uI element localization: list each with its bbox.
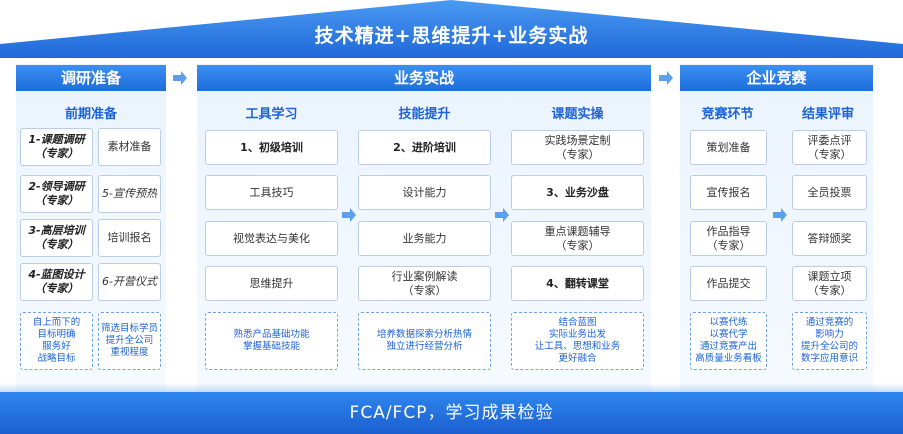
review-column-title: 结果评审 xyxy=(801,107,854,122)
footer-banner: FCA/FCP，学习成果检验 xyxy=(0,392,903,434)
roof-title: 技术精进+思维提升+业务实战 xyxy=(314,25,589,47)
contest-stages-note: 以赛代练 以赛代学 通过竞赛产出 高质量业务看板 xyxy=(690,312,767,370)
tools-item-2: 工具技巧 xyxy=(205,175,338,210)
tools-column-title: 工具学习 xyxy=(245,107,298,122)
base-shadow xyxy=(0,383,903,393)
tools-item-1: 1、初级培训 xyxy=(205,130,338,165)
contest-review-1: 评委点评 （专家） xyxy=(792,130,867,165)
arrow-right-icon xyxy=(772,207,788,223)
research-note-right: 筛选目标学员 提升全公司 重视程度 xyxy=(98,312,161,370)
projects-item-3: 重点课题辅导 （专家） xyxy=(511,221,644,256)
section-research-title: 调研准备 xyxy=(16,65,166,91)
research-material-prep: 素材准备 xyxy=(98,128,161,166)
section-contest-title: 企业竞赛 xyxy=(680,65,873,91)
projects-item-1: 实践场景定制 （专家） xyxy=(511,130,644,165)
tools-item-3: 视觉表达与美化 xyxy=(205,221,338,256)
projects-item-4: 4、翻转课堂 xyxy=(511,266,644,301)
tools-note: 熟悉产品基础功能 掌握基础技能 xyxy=(205,312,338,370)
contest-stage-4: 作品提交 xyxy=(690,266,767,301)
arrow-right-icon xyxy=(341,207,357,223)
arrow-right-icon xyxy=(494,207,510,223)
projects-note: 结合蓝图 实际业务出发 让工具、思想和业务 更好融合 xyxy=(511,312,644,370)
research-column-title: 前期准备 xyxy=(64,107,117,122)
skills-column-title: 技能提升 xyxy=(398,107,451,122)
contest-stage-1: 策划准备 xyxy=(690,130,767,165)
contest-stage-3: 作品指导 （专家） xyxy=(690,221,767,256)
research-note-left: 自上而下的 目标明确 服务好 战略目标 xyxy=(20,312,93,370)
research-step-4: 4-蓝图设计 （专家） xyxy=(20,263,93,301)
research-step-2: 2-领导调研 （专家） xyxy=(20,175,93,213)
arrow-right-icon xyxy=(172,70,188,86)
skills-item-2: 设计能力 xyxy=(358,175,491,210)
projects-column-title: 课题实操 xyxy=(551,107,604,122)
skills-note: 培养数据探索分析热情 独立进行经营分析 xyxy=(358,312,491,370)
projects-item-2: 3、业务沙盘 xyxy=(511,175,644,210)
tools-item-4: 思维提升 xyxy=(205,266,338,301)
arrow-right-icon xyxy=(658,70,674,86)
contest-review-note: 通过竞赛的 影响力 提升全公司的 数字应用意识 xyxy=(792,312,867,370)
section-practice-title: 业务实战 xyxy=(197,65,651,91)
skills-item-1: 2、进阶培训 xyxy=(358,130,491,165)
research-signup: 培训报名 xyxy=(98,219,161,257)
research-step-1: 1-课题调研 （专家） xyxy=(20,128,93,166)
stages-column-title: 竞赛环节 xyxy=(701,107,754,122)
skills-item-3: 业务能力 xyxy=(358,221,491,256)
research-step-6: 6-开营仪式 xyxy=(98,263,161,301)
research-step-3: 3-高层培训 （专家） xyxy=(20,219,93,257)
contest-stage-2: 宣传报名 xyxy=(690,175,767,210)
contest-review-2: 全员投票 xyxy=(792,175,867,210)
research-step-5: 5-宣传预热 xyxy=(98,175,161,213)
contest-review-4: 课题立项 （专家） xyxy=(792,266,867,301)
skills-item-4: 行业案例解读 （专家） xyxy=(358,266,491,301)
roof-banner xyxy=(0,0,903,58)
contest-review-3: 答辩颁奖 xyxy=(792,221,867,256)
